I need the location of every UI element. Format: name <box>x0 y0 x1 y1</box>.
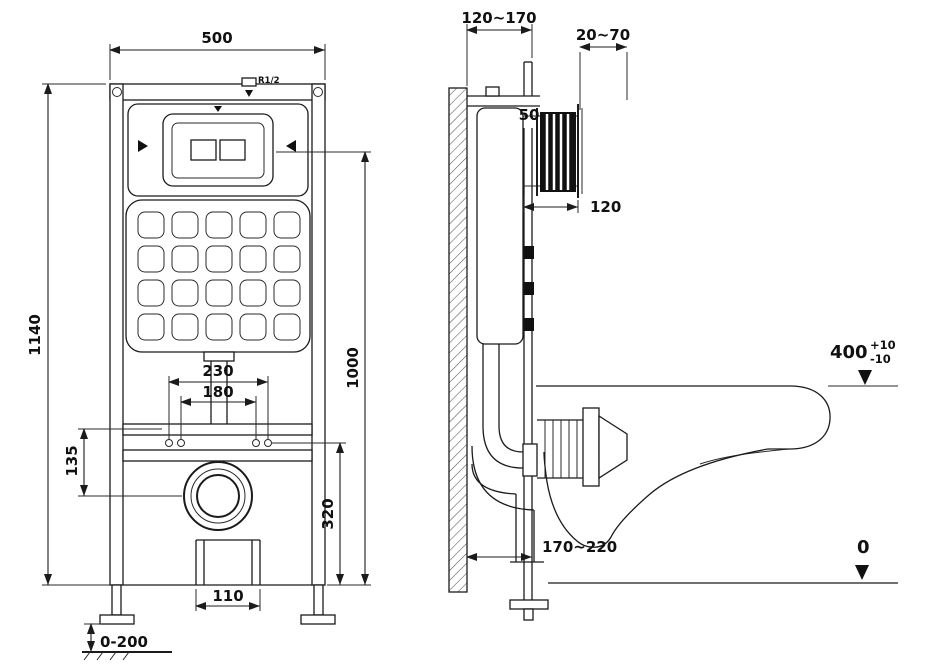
top-bolt-left <box>112 87 122 97</box>
adjustable-feet <box>99 584 336 625</box>
outlet-circle-inner <box>196 474 240 518</box>
front-view: R1/2 <box>26 29 371 661</box>
right-foot-plate <box>300 614 336 625</box>
frame-fixing-block <box>521 282 534 295</box>
side-foot-rod <box>523 608 534 621</box>
frame-top-member <box>109 83 326 101</box>
side-view: 120~170 20~70 50 120 400 +10 -10 <box>448 9 898 621</box>
dim-120-label: 120 <box>590 198 621 216</box>
drain-connector <box>537 407 628 487</box>
connector-block <box>522 443 538 477</box>
dim-400-tol-minus: -10 <box>870 352 891 366</box>
dim-500: 500 <box>109 29 326 80</box>
inlet-label: R1/2 <box>258 76 280 86</box>
wall-section <box>448 87 468 593</box>
flush-plate-outer <box>162 113 274 187</box>
fixing-bolt <box>252 439 260 447</box>
dim-230-label: 230 <box>202 362 233 380</box>
right-leg <box>313 584 324 616</box>
dim-0-label: 0 <box>857 537 870 558</box>
dim-50-label: 50 <box>519 106 540 124</box>
dim-110: 110 <box>195 587 261 611</box>
frame-fixing-block <box>521 246 534 259</box>
dim-170-220-label: 170~220 <box>542 538 617 556</box>
floor-level-marker: 0 <box>855 537 870 580</box>
dim-135-label: 135 <box>63 445 81 476</box>
dim-400-tol-plus: +10 <box>870 338 896 352</box>
dim-120-170: 120~170 <box>461 9 537 86</box>
left-marker-icon <box>138 140 148 152</box>
dim-500-label: 500 <box>201 29 232 47</box>
flush-button-right <box>219 139 246 161</box>
cistern <box>125 103 311 353</box>
dim-320-label: 320 <box>319 498 337 529</box>
water-inlet-fitting <box>241 77 257 87</box>
outlet-circle-outer <box>183 461 253 531</box>
level-triangle-icon <box>858 370 872 385</box>
cistern-body <box>125 199 311 353</box>
right-marker-icon <box>286 140 296 152</box>
dim-180-label: 180 <box>202 383 233 401</box>
dim-1140: 1140 <box>26 83 110 586</box>
dim-120: 120 <box>523 196 621 216</box>
dim-1140-label: 1140 <box>26 314 44 356</box>
plate-top-marker-icon <box>214 106 222 112</box>
dim-320: 320 <box>272 442 346 586</box>
dim-120-170-label: 120~170 <box>461 9 536 27</box>
dim-170-220: 170~220 <box>466 538 617 561</box>
dim-110-label: 110 <box>212 587 243 605</box>
flange-cone <box>598 414 628 480</box>
fixing-bolt <box>264 439 272 447</box>
rim-level-marker: 400 +10 -10 <box>828 338 898 387</box>
level-triangle-icon <box>855 565 869 580</box>
flange-plate <box>582 407 600 487</box>
flush-button-left <box>190 139 217 161</box>
dim-1000-label: 1000 <box>344 347 362 389</box>
left-leg <box>111 584 122 616</box>
drain-bend <box>471 445 544 563</box>
frame-left-rail <box>109 83 124 586</box>
dim-1000: 1000 <box>276 151 371 586</box>
dim-180: 180 <box>180 383 257 440</box>
dim-400-label: 400 <box>830 342 868 363</box>
dim-50: 50 <box>519 106 540 124</box>
side-frame <box>467 61 549 621</box>
fixing-bolt <box>165 439 173 447</box>
flush-plate-inner <box>171 122 265 179</box>
flush-sleeve-coil <box>523 104 583 198</box>
top-bolt-right <box>313 87 323 97</box>
fixing-bolt <box>177 439 185 447</box>
protection-grid <box>137 211 301 341</box>
dim-20-70-label: 20~70 <box>576 26 630 44</box>
inlet-arrow-icon <box>245 90 253 97</box>
outlet-circle-mid <box>190 468 246 524</box>
left-foot-plate <box>99 614 135 625</box>
side-foot-plate <box>509 599 549 610</box>
dim-135: 135 <box>63 428 182 497</box>
toilet-bowl <box>536 385 831 548</box>
frame-fixing-block <box>521 318 534 331</box>
dim-0-200: 0-200 <box>82 623 172 661</box>
side-cistern <box>476 107 524 345</box>
dim-20-70: 20~70 <box>576 26 630 110</box>
dim-230: 230 <box>168 362 269 440</box>
wall-anchor-bolt <box>485 86 500 97</box>
mounting-bar-lower <box>122 449 313 462</box>
mounting-frame: R1/2 <box>109 76 326 586</box>
side-flush-pipe <box>482 344 538 477</box>
pipe-collar <box>203 351 235 362</box>
dim-0-200-label: 0-200 <box>100 633 148 651</box>
